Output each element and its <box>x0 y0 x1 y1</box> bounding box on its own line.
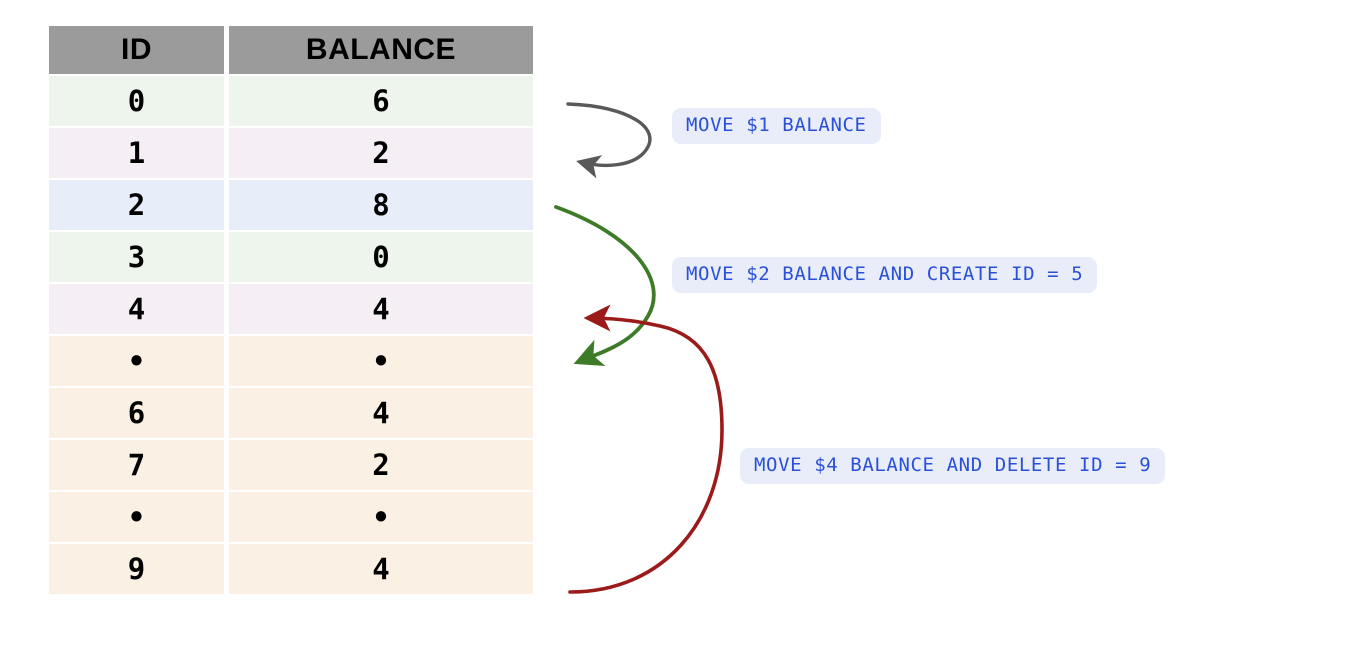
cell-balance: 6 <box>229 76 533 126</box>
cell-balance: 2 <box>229 440 533 490</box>
annotation-label-move-1: MOVE $1 BALANCE <box>672 108 881 144</box>
cell-id: 4 <box>49 284 224 334</box>
cell-id: • <box>49 336 224 386</box>
arrow-move-2 <box>554 205 656 367</box>
cell-balance: 4 <box>229 388 533 438</box>
cell-balance: 2 <box>229 128 533 178</box>
arrow-move-3 <box>568 304 724 594</box>
cell-balance: • <box>229 492 533 542</box>
cell-id: 6 <box>49 388 224 438</box>
cell-id: 3 <box>49 232 224 282</box>
cell-id: 7 <box>49 440 224 490</box>
cell-balance: 4 <box>229 544 533 594</box>
annotation-label-move-3: MOVE $4 BALANCE AND DELETE ID = 9 <box>740 448 1166 484</box>
cell-id: 2 <box>49 180 224 230</box>
cell-id: 9 <box>49 544 224 594</box>
column-header-id: ID <box>49 26 224 74</box>
table-row: •• <box>49 492 533 542</box>
cell-id: 1 <box>49 128 224 178</box>
table-row: •• <box>49 336 533 386</box>
cell-balance: 4 <box>229 284 533 334</box>
annotation-label-move-2: MOVE $2 BALANCE AND CREATE ID = 5 <box>672 257 1098 293</box>
table-header-row: ID BALANCE <box>49 26 533 74</box>
cell-id: 0 <box>49 76 224 126</box>
cell-balance: 8 <box>229 180 533 230</box>
table-header: ID BALANCE <box>49 26 533 74</box>
arrow-move-1 <box>566 102 652 179</box>
cell-id: • <box>49 492 224 542</box>
cell-balance: • <box>229 336 533 386</box>
column-header-balance: BALANCE <box>229 26 533 74</box>
cell-balance: 0 <box>229 232 533 282</box>
